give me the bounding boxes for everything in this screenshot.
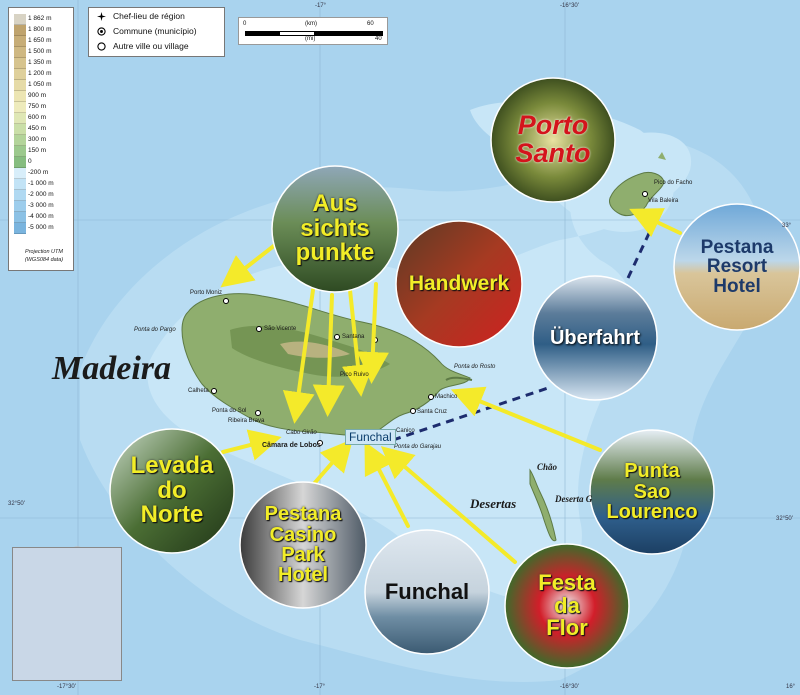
elevation-swatch: [14, 25, 26, 36]
elevation-label: 1 500 m: [28, 48, 52, 55]
elevation-label: 1 800 m: [28, 26, 52, 33]
elevation-swatch: [14, 47, 26, 58]
elevation-swatch: [14, 190, 26, 201]
deserta-grande-label: Deserta G: [555, 494, 593, 504]
coord-label: 33°: [782, 223, 792, 229]
elevation-label: -5 000 m: [28, 224, 54, 231]
elevation-swatch: [14, 201, 26, 212]
legend-item: Commune (município): [113, 26, 197, 36]
coord-label: -17°30': [57, 684, 76, 690]
symbol-legend: Chef-lieu de région Commune (município) …: [88, 7, 225, 57]
photo-circles: [109, 77, 800, 669]
place-label: Ribeira Brava: [228, 418, 265, 424]
elevation-swatch: [14, 36, 26, 47]
elevation-label: 900 m: [28, 92, 47, 99]
elevation-swatch: [14, 14, 26, 25]
elevation-swatch: [14, 69, 26, 80]
scale-mi-max: 40: [375, 36, 382, 42]
coord-label: 32°50': [776, 516, 793, 522]
place-label: Calheta: [188, 388, 209, 394]
elevation-swatch: [14, 91, 26, 102]
elevation-label: 300 m: [28, 136, 47, 143]
place-label: São Vicente: [264, 326, 297, 332]
dot-ring-icon: [97, 27, 106, 36]
island-title: Madeira: [52, 350, 171, 387]
elevation-label: -1 000 m: [28, 180, 54, 187]
coord-label: -17°: [314, 684, 326, 690]
place-label: Caniço: [396, 428, 415, 434]
scale-mi-label: (mi): [305, 36, 316, 42]
elevation-label: 150 m: [28, 147, 47, 154]
ilheu-islet: [658, 152, 666, 160]
place-label: Pico Ruivo: [340, 372, 369, 378]
elevation-swatch: [14, 113, 26, 124]
coord-label: 16°: [786, 684, 796, 690]
elevation-label: -4 000 m: [28, 213, 54, 220]
elevation-legend: 1 862 m 1 800 m 1 650 m 1 500 m 1 350 m …: [8, 7, 74, 271]
desertas-islands: [529, 468, 557, 542]
elevation-label: 600 m: [28, 114, 47, 121]
elevation-label: 750 m: [28, 103, 47, 110]
elevation-swatch: [14, 168, 26, 179]
scale-km-max: 60: [367, 21, 374, 27]
elevation-swatch: [14, 80, 26, 91]
place-label: Santa Cruz: [417, 409, 448, 415]
place-label: Cabo Girão: [286, 430, 317, 436]
coord-label: -17°: [315, 3, 327, 9]
elevation-swatch: [14, 58, 26, 69]
elevation-label: -2 000 m: [28, 191, 54, 198]
inset-locator-map: [12, 547, 122, 681]
place-label: Pico do Facho: [654, 180, 693, 186]
elevation-swatch: [14, 223, 26, 234]
elevation-swatch: [14, 146, 26, 157]
scale-zero: 0: [243, 21, 247, 27]
elevation-label: -3 000 m: [28, 202, 54, 209]
projection-note: Projection UTM: [25, 249, 63, 255]
place-label: Ponta do Sol: [212, 408, 247, 414]
projection-note: (WGS084 data): [24, 257, 64, 263]
coord-label: -16°30': [560, 3, 579, 9]
elevation-swatch: [14, 135, 26, 146]
legend-item: Autre ville ou village: [113, 41, 189, 51]
star-icon: [97, 12, 106, 21]
legend-item: Chef-lieu de région: [113, 11, 185, 21]
elevation-swatch: [14, 124, 26, 135]
chao-label: Chão: [537, 462, 558, 472]
circle-icon: [97, 42, 106, 51]
elevation-swatch: [14, 212, 26, 223]
desertas-label: Desertas: [470, 496, 517, 511]
scale-km-label: (km): [305, 21, 317, 27]
elevation-label: 1 050 m: [28, 81, 52, 88]
elevation-label: 1 200 m: [28, 70, 52, 77]
elevation-label: 0: [28, 158, 32, 165]
place-label: Ponta do Rosto: [454, 364, 496, 370]
place-label: Vila Baleira: [648, 198, 679, 204]
porto-santo-island: [609, 171, 665, 217]
funchal-capital-label[interactable]: Funchal: [345, 429, 396, 445]
elevation-label: 1 650 m: [28, 37, 52, 44]
elevation-swatch: [14, 102, 26, 113]
scale-ruler: [245, 31, 383, 36]
elevation-label: -200 m: [28, 169, 49, 176]
place-label: Ponta do Garajau: [394, 444, 442, 450]
place-label: Ponta do Pargo: [134, 327, 176, 333]
place-label: Câmara de Lobos: [262, 442, 321, 449]
place-label: Santana: [342, 334, 365, 340]
elevation-label: 1 350 m: [28, 59, 52, 66]
coord-label: -16°30': [560, 684, 579, 690]
elevation-label: 450 m: [28, 125, 47, 132]
elevation-swatch: [14, 179, 26, 190]
place-label: Porto Moniz: [190, 290, 223, 296]
elevation-swatch: [14, 157, 26, 168]
elevation-label: 1 862 m: [28, 15, 52, 22]
coord-label: 32°50': [8, 501, 25, 507]
pointer-arrows: [220, 208, 682, 564]
place-label: Machico: [435, 394, 458, 400]
scale-bar: 0 (km) 60 (mi) 40: [238, 17, 388, 45]
